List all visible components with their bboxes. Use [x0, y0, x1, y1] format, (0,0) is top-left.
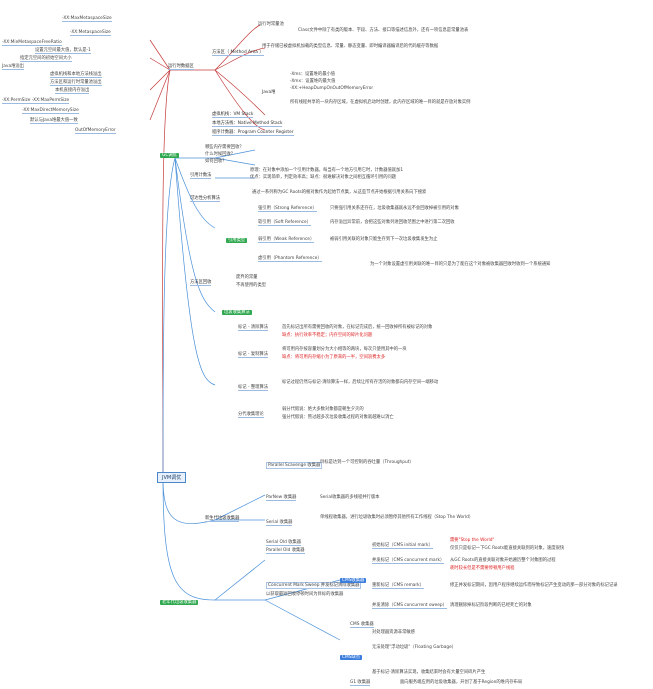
left-note-11: -XX:MaxDirectMemorySize — [22, 108, 79, 114]
collector-desc-4: 以获取最短回收停顿时间为目标的收集器 — [266, 592, 344, 597]
collector-desc-3: 目标是达到一个可控制的吞吐量（Throughput） — [320, 460, 414, 465]
collector-parnew[interactable]: ParNew 收集器 — [266, 495, 297, 501]
gc-branch-lines — [162, 149, 341, 641]
heap-item-3: -XX:+HeapDumpOnOutOfMemoryError — [290, 86, 374, 91]
cms-step-4[interactable]: 并发清除（CMS concurrent sweep） — [372, 603, 447, 609]
algo-desc-5: 标记过程仍然与标记-清除算法一样，后续让所有存活的对象都向内存空间一端移动 — [282, 380, 439, 385]
ref-type-weak[interactable]: 弱引用（Weak Reference） — [258, 237, 315, 243]
collector-desc-2: Serial收集器的多线程并行版本 — [320, 495, 380, 500]
native-stack-node[interactable]: 本地方法栈：Native Method Stack — [212, 121, 283, 127]
ref-type-strong[interactable]: 强引用（Strong Reference） — [258, 206, 317, 212]
left-note-2: -XX:MetaspaceSize — [70, 30, 111, 36]
method-area-node[interactable]: 方法区（ Method Area ） — [212, 50, 264, 56]
heap-item-1: -Xms：设置堆的最小值 — [290, 72, 336, 77]
gc-top-item-1: 哪些内存需要回收？ — [205, 145, 244, 150]
collector-serial-old[interactable]: Serial Old 收集器 — [266, 540, 302, 546]
left-note-10: -XX:PermSize -XX:MaxPermSize — [2, 98, 70, 104]
runtime-pool-label: 运行时常量池 — [258, 22, 284, 27]
cms-note-5: 修正并发标记期间，因用户程序继续运作而导致标记产生变动的那一部分对象的标记记录 — [450, 583, 618, 588]
left-note-13: OutOfMemoryError — [75, 128, 116, 134]
cms-note-6: 清理删除掉标记阶段判断的已经死亡的对象 — [450, 603, 532, 608]
algo-mark-compact[interactable]: 标记 - 整理算法 — [238, 385, 269, 391]
vm-stack-node[interactable]: 虚拟机栈：VM Stack — [212, 112, 254, 118]
algo-desc-1: 首先标记出所有需要回收的对象，在标记完成后，统一回收掉所有被标记的对象 — [282, 325, 433, 330]
reachability-node[interactable]: 可达性分析算法 — [190, 196, 221, 202]
ref-type-weak-desc: 被弱引用关联的对象只能生存到下一次垃圾收集发生为止 — [330, 237, 438, 242]
left-note-1: -XX:MaxMetaspaceSize — [62, 16, 112, 22]
algo-mark-sweep[interactable]: 标记 - 清除算法 — [238, 325, 269, 331]
algo-desc-7: 强分代假说：熬过越多次垃圾收集过程的对象就越难以消亡 — [282, 415, 394, 420]
algo-desc-3: 将可用内存按容量划分为大小相等的两块，每次只使用其中的一块 — [282, 347, 407, 352]
concurrent-node[interactable]: Concurrent Mark Sweep 并发标记清除收集器 — [266, 582, 362, 589]
heap-item-2: -Xmx：设置堆的最大值 — [290, 79, 336, 84]
cms-step-1[interactable]: 初始标记（CMS initial mark） — [372, 543, 433, 549]
cms-step-2[interactable]: 并发标记（CMS concurrent mark） — [372, 558, 445, 564]
cms-note-2: 仅仅只是标记一下GC Roots能直接关联到的对象，速度很快 — [450, 546, 565, 551]
gc-top-item-2: 什么时候回收？ — [205, 152, 236, 157]
collector-g1[interactable]: G1 收集器 — [350, 680, 371, 686]
left-note-5: 指定元空间的初始空间大小 — [20, 56, 72, 62]
algo-desc-2: 缺点：执行效率不稳定；内存空间的碎片化问题 — [282, 333, 373, 338]
gc-top-item-3: 如何回收？ — [205, 159, 227, 164]
cms-note-1: 需要"Stop the World" — [450, 538, 495, 543]
ref-type-strong-desc: 只要强引用关系还存在，垃圾收集器就永远不会回收掉被引用的对象 — [330, 206, 459, 211]
algo-desc-6: 弱分代假说：绝大多数对象都是朝生夕灭的 — [282, 407, 364, 412]
old-gen-node[interactable]: 老年代垃圾收集器 — [160, 600, 199, 605]
method-area-gc-item-2: 不再使用的类型 — [236, 283, 267, 288]
ref-type-soft-desc: 内存溢出异常前，会把这些对象列进回收范围之中进行第二次回收 — [330, 220, 455, 225]
method-area-desc: 用于存储已被虚拟机加载的类型信息、常量、静态变量、即时编译器编译后的代码缓存等数… — [262, 44, 439, 49]
collector-parallel[interactable]: Parallel Scavenge 收集器 — [266, 462, 323, 469]
left-note-9: 本机直接内存溢出 — [55, 88, 90, 94]
algo-mark-copy[interactable]: 标记 - 复制算法 — [238, 352, 269, 358]
cms-cons-3: 基于标记-清除算法实现，收集结束时会有大量空间碎片产生 — [372, 670, 486, 675]
method-area-gc-item-1: 废弃的常量 — [236, 275, 258, 280]
ref-type-phantom-desc: 为一个对象设置虚引用关联的唯一目的只是为了能在这个对象被收集器回收时收到一个系统… — [370, 262, 551, 267]
algo-generational[interactable]: 分代收集理论 — [238, 412, 264, 418]
ref-type-soft[interactable]: 软引用（Soft Reference） — [258, 220, 311, 226]
left-note-12: 默认与Java堆最大值一致 — [30, 118, 78, 124]
algo-node[interactable]: 垃圾收集算法 — [222, 310, 252, 315]
root-node[interactable]: JVM调优 — [157, 472, 187, 483]
heap-node[interactable]: Java堆 — [262, 90, 276, 95]
collector-desc-1: 单线程收集器，进行垃圾收集时必须暂停其他所有工作线程（Stop The Worl… — [320, 515, 474, 520]
ref-count-desc-1: 原理：在对象中添加一个引用计数器，每当有一个地方引用它时，计数器值就加1 — [250, 168, 404, 173]
heap-desc: 所有线程共享的一块内存区域，在虚拟机启动时创建，此内存区域的唯一目的就是存放对象… — [290, 100, 471, 105]
ref-type-phantom[interactable]: 虚引用（Phantom Reference） — [258, 256, 322, 262]
algo-desc-4: 缺点：将可用内存缩小为了原来的一半，空间浪费太多 — [282, 355, 386, 360]
method-area-gc-node[interactable]: 方法区回收 — [190, 280, 212, 286]
cms-cons-2: 无法处理"浮动垃圾"（Floating Garbage） — [372, 645, 457, 650]
cms-cons-node[interactable]: CMS缺点 — [340, 655, 363, 660]
runtime-pool-desc: Class文件中除了有类的版本、字段、方法、接口等描述信息外，还有一项信息是常量… — [298, 28, 469, 33]
cms-note-3: 从GC Roots的直接关联对象开始遍历整个对象图的过程 — [450, 558, 556, 563]
left-note-7: 虚拟机栈和本地方法栈溢出 — [50, 72, 102, 78]
memory-branch-lines — [149, 24, 266, 479]
ref-count-node[interactable]: 引用计数法 — [190, 173, 212, 179]
left-note-8: 方法区和运行时常量池溢出 — [50, 80, 102, 86]
collector-serial[interactable]: Serial 收集器 — [266, 520, 293, 526]
ref-types-node[interactable]: 引用类型 — [226, 238, 248, 243]
cms-cons-1: 对处理器资源非常敏感 — [372, 630, 415, 635]
cms-node[interactable]: CMS收集器 — [340, 578, 367, 583]
collector-desc-5: 面向服务端应用的垃圾收集器，开创了基于Region的堆内存布局 — [400, 680, 523, 685]
gc-branch-node[interactable]: GC调优 — [160, 153, 179, 158]
collector-cms[interactable]: CMS 收集器 — [350, 622, 374, 628]
new-gen-node[interactable]: 新生代垃圾收集器 — [205, 516, 240, 522]
cms-note-4: 耗时较长但是不需要停顿用户线程 — [450, 566, 515, 571]
left-note-3: -XX:MinMetaspaceFreeRatio — [2, 40, 62, 46]
pc-register-node[interactable]: 程序计数器：Program Counter Register — [212, 130, 294, 136]
reachability-desc: 通过一系列称为GC Roots的根对象作为起始节点集，从这些节点开始根据引用关系… — [252, 190, 427, 195]
cms-step-3[interactable]: 重新标记（CMS remark） — [372, 583, 424, 589]
collector-parallel-old[interactable]: Parallel Old 收集器 — [266, 548, 305, 554]
memory-branch-node[interactable]: 运行时数据区 — [168, 64, 194, 70]
left-note-4: 设置元空间最大值，默认是-1 — [35, 48, 91, 54]
ref-count-desc-2: 优点：实现简单，判定效率高；缺点：很难解决对象之间相互循环引用的问题 — [250, 175, 397, 180]
left-note-6: Java堆溢出 — [2, 64, 24, 70]
